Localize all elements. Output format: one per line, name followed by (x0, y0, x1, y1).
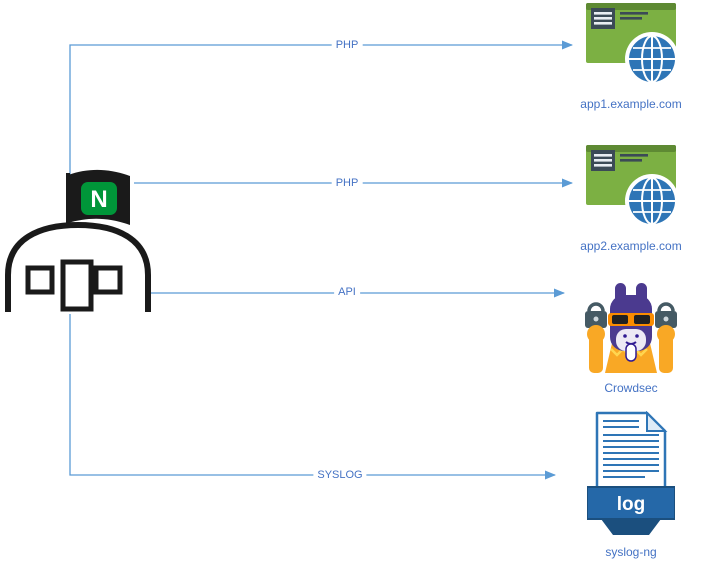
web-app-icon (586, 145, 676, 228)
text-line (620, 12, 648, 15)
nginx-logo-square (81, 182, 117, 215)
menu-line (594, 164, 612, 167)
document-text-lines (603, 420, 659, 478)
nginx-logo-letter: N (90, 186, 107, 213)
padlock-shackle (587, 302, 605, 312)
llama-arm-left (589, 334, 603, 373)
node-app1-label: app1.example.com (580, 97, 682, 111)
edge-label-php-app2: PHP (331, 177, 363, 189)
text-line (620, 159, 642, 162)
hut-window-right (93, 265, 123, 295)
menu-line (594, 17, 612, 20)
menu-line (594, 159, 612, 162)
text-line (620, 154, 648, 157)
node-crowdsec[interactable]: Crowdsec (563, 281, 699, 395)
llama-arm-right (659, 334, 673, 373)
sunglasses-lens (634, 315, 650, 324)
log-banner-text: log (617, 494, 646, 515)
llama-tongue (625, 343, 637, 362)
edge-label-api: API (334, 286, 360, 298)
log-banner-base (601, 519, 661, 535)
menu-line (594, 154, 612, 157)
node-syslog-label: syslog-ng (605, 545, 657, 559)
padlock-keyhole (663, 316, 669, 322)
edge-label-php-app1: PHP (331, 39, 363, 51)
sunglasses-lens (612, 315, 628, 324)
nginx-server-icon: N (5, 169, 151, 312)
hut-window-left (25, 265, 55, 295)
nostril (623, 334, 627, 338)
connector-nginx-app1[interactable] (69, 40, 573, 233)
menu-line (594, 22, 612, 25)
log-document-icon: log (587, 411, 675, 535)
web-app-icon (586, 3, 676, 86)
document-fold-corner (646, 411, 668, 432)
nostril (635, 334, 639, 338)
hut-door (60, 259, 94, 312)
node-app1[interactable]: app1.example.com (563, 3, 699, 111)
edge-label-syslog: SYSLOG (313, 469, 367, 481)
node-app2[interactable]: app2.example.com (563, 145, 699, 253)
padlock-keyhole (593, 316, 599, 322)
globe-meridian-ellipse (641, 177, 663, 225)
globe-meridian-ellipse (641, 35, 663, 83)
text-line (620, 17, 642, 20)
menu-line (594, 12, 612, 15)
llama-muzzle (616, 329, 646, 351)
connector-nginx-syslog[interactable] (69, 314, 556, 480)
padlock-shackle (657, 302, 675, 312)
node-app2-label: app2.example.com (580, 239, 682, 253)
node-syslog[interactable]: log syslog-ng (563, 411, 699, 559)
crowdsec-llama-icon (585, 283, 677, 373)
node-crowdsec-label: Crowdsec (604, 381, 658, 395)
node-nginx[interactable]: N (5, 163, 155, 315)
